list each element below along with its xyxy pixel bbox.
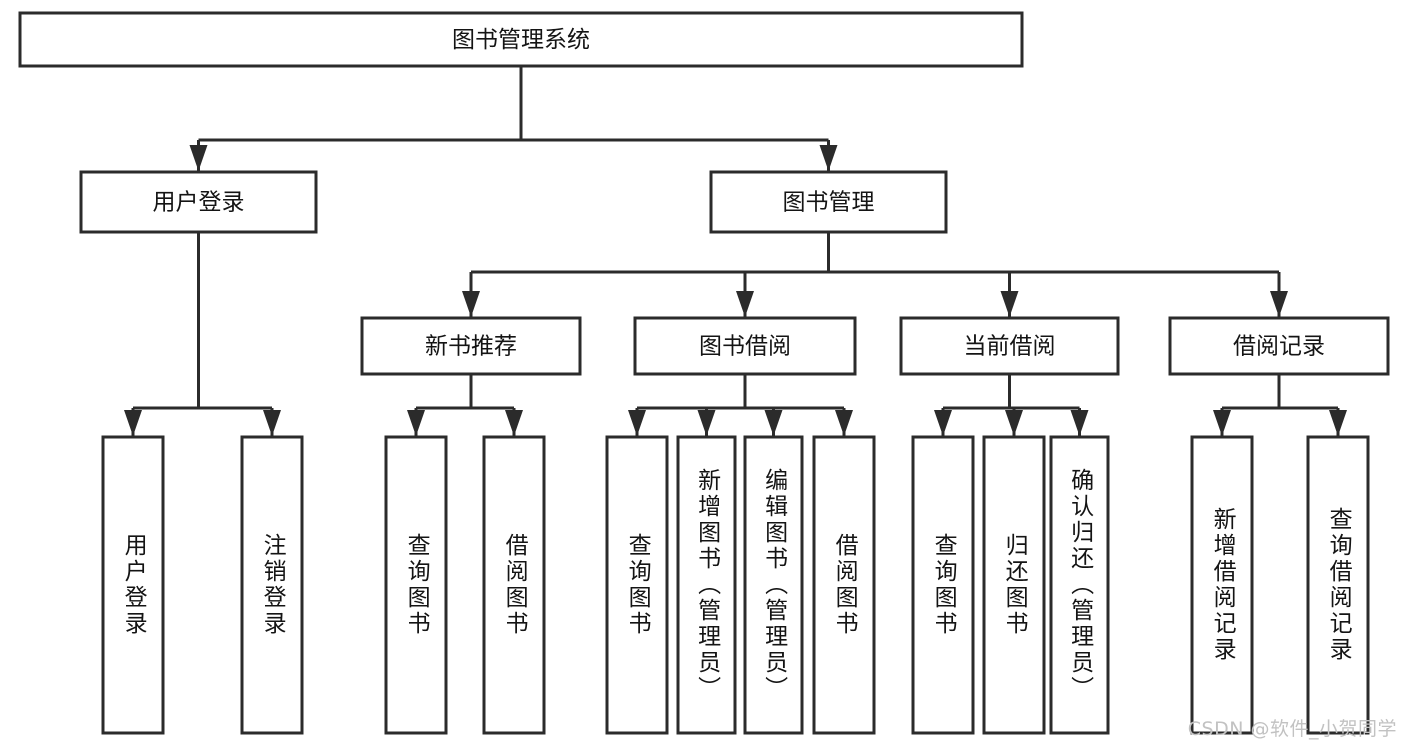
arrow-head-icon	[934, 410, 952, 436]
arrow-head-icon	[1213, 410, 1231, 436]
arrow-head-icon	[1270, 291, 1288, 317]
node-root-label: 图书管理系统	[452, 27, 590, 53]
arrow-head-icon	[189, 145, 208, 171]
arrow-head-icon	[1005, 410, 1023, 436]
arrow-head-icon	[628, 410, 646, 436]
leaf-leaf-borrow-book-2-box[interactable]	[812, 435, 876, 735]
node-new-book-rec-box[interactable]	[360, 316, 582, 376]
node-book-borrow-box[interactable]	[633, 316, 857, 376]
leaf-leaf-user-login-box[interactable]	[101, 435, 165, 735]
leaf-leaf-add-book-box[interactable]	[676, 435, 737, 735]
arrow-head-icon	[1329, 410, 1347, 436]
node-user-login-label: 用户登录	[153, 190, 245, 216]
arrow-head-icon	[505, 410, 523, 436]
arrow-head-icon	[764, 410, 783, 436]
node-new-book-rec-label: 新书推荐	[425, 334, 517, 360]
arrow-head-icon	[407, 410, 425, 436]
node-borrow-record-label: 借阅记录	[1233, 334, 1325, 360]
node-root-box[interactable]	[18, 11, 1024, 68]
leaf-leaf-return-book-box[interactable]	[982, 435, 1046, 735]
leaf-leaf-query-book-3-box[interactable]	[911, 435, 975, 735]
leaf-leaf-user-logout-box[interactable]	[240, 435, 304, 735]
node-book-borrow-label: 图书借阅	[699, 334, 791, 360]
node-book-manage-box[interactable]	[709, 170, 948, 234]
node-current-borrow-box[interactable]	[899, 316, 1120, 376]
arrow-head-icon	[124, 410, 142, 436]
leaf-leaf-edit-book-box[interactable]	[743, 435, 804, 735]
watermark-text: CSDN @软件_小贺同学	[1187, 718, 1397, 740]
arrow-head-icon	[697, 410, 716, 436]
node-book-manage-label: 图书管理	[783, 190, 875, 216]
leaf-leaf-query-book-1-box[interactable]	[384, 435, 448, 735]
connector-layer	[124, 66, 1347, 436]
arrow-head-icon	[263, 410, 281, 436]
leaf-leaf-add-record-box[interactable]	[1190, 435, 1254, 735]
node-borrow-record-box[interactable]	[1168, 316, 1390, 376]
leaf-leaf-query-record-box[interactable]	[1306, 435, 1370, 735]
leaf-leaf-borrow-book-1-box[interactable]	[482, 435, 546, 735]
node-current-borrow-label: 当前借阅	[964, 334, 1056, 360]
leaf-leaf-confirm-return-box[interactable]	[1049, 435, 1110, 735]
arrow-head-icon	[462, 291, 480, 317]
arrow-head-icon	[1000, 291, 1019, 317]
arrow-head-icon	[819, 145, 838, 171]
arrow-head-icon	[835, 410, 853, 436]
arrow-head-icon	[1070, 410, 1089, 436]
leaf-leaf-query-book-2-box[interactable]	[605, 435, 669, 735]
node-user-login-box[interactable]	[79, 170, 318, 234]
arrow-head-icon	[736, 291, 754, 317]
